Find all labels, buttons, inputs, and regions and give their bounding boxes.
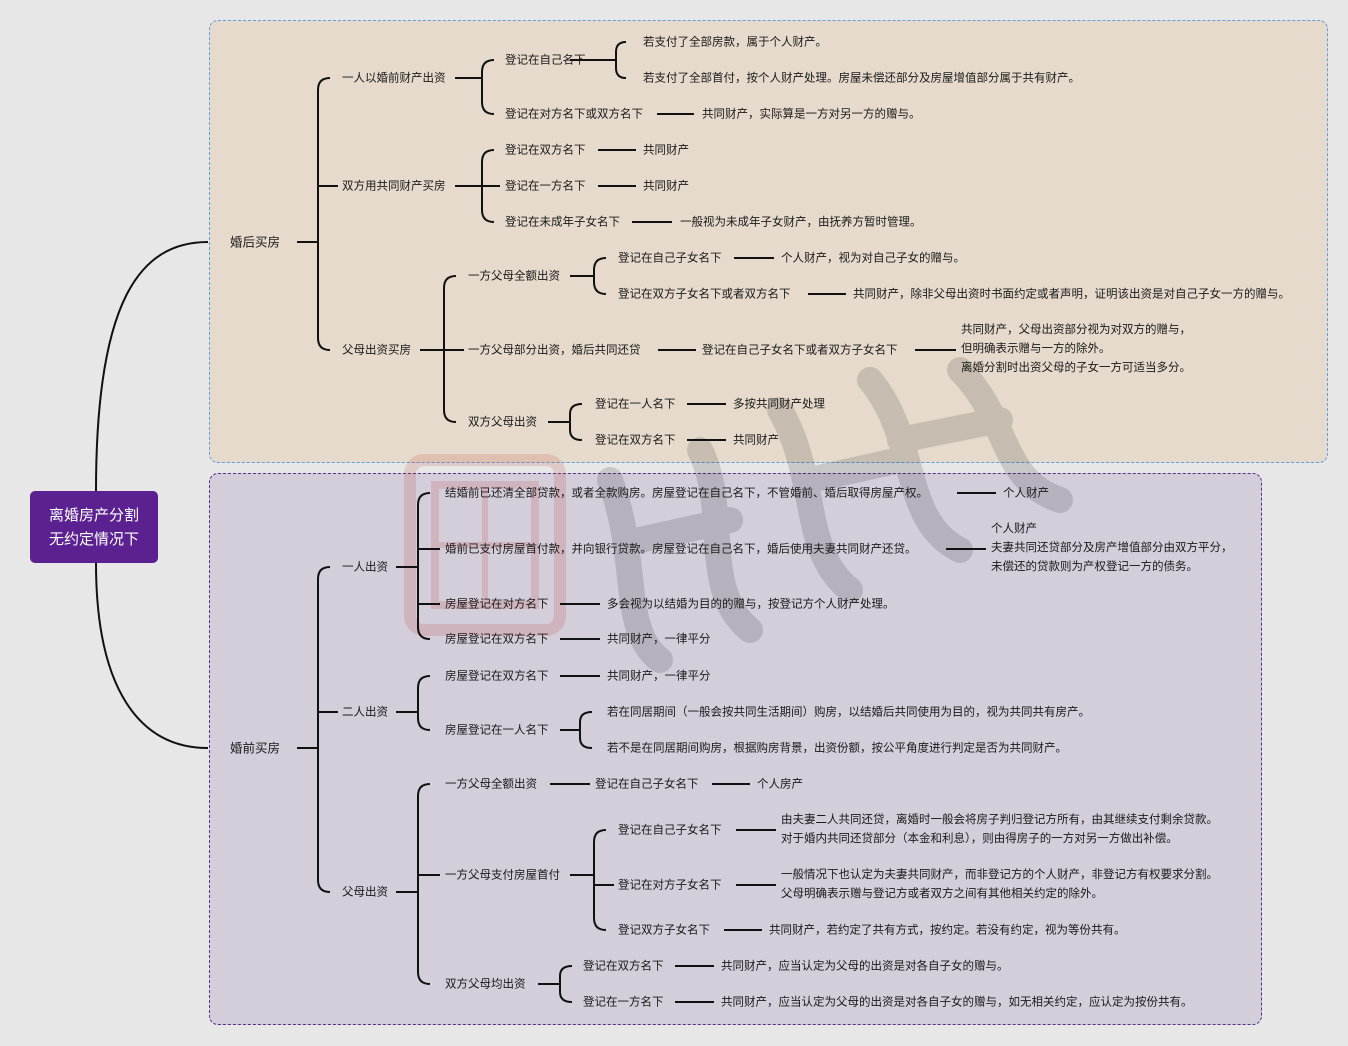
node-one-side-parents-full-before[interactable]: 一方父母全额出资 <box>445 776 537 791</box>
node-one-side-parents-partial[interactable]: 一方父母部分出资，婚后共同还贷 <box>468 342 641 357</box>
leaf-text: 个人财产 <box>1003 485 1049 500</box>
after-marriage-zone <box>209 20 1328 463</box>
leaf-text: 共同财产 <box>643 142 689 157</box>
node-registered-self[interactable]: 登记在自己名下 <box>505 52 586 67</box>
node-both-parents-funding[interactable]: 双方父母出资 <box>468 414 537 429</box>
leaf-text: 共同财产，若约定了共有方式，按约定。若没有约定，视为等份共有。 <box>769 922 1126 937</box>
leaf-text: 共同财产，应当认定为父母的出资是对各自子女的赠与。 <box>721 958 1009 973</box>
node-two-person-funding[interactable]: 二人出资 <box>342 704 388 719</box>
leaf-text-multiline: 由夫妻二人共同还贷，离婚时一般会将房子判归登记方所有，由其继续支付剩余贷款。对于… <box>781 812 1218 845</box>
leaf-text: 若在同居期间（一般会按共同生活期间）购房，以结婚后共同使用为目的，视为共同共有房… <box>607 704 1090 719</box>
node-registered-both-names[interactable]: 登记在双方名下 <box>595 432 676 447</box>
node-one-side-parents-down-payment[interactable]: 一方父母支付房屋首付 <box>445 867 560 882</box>
leaf-text: 共同财产 <box>733 432 779 447</box>
leaf-text: 若不是在同居期间购房，根据购房背景，出资份额，按公平角度进行判定是否为共同财产。 <box>607 740 1067 755</box>
node-registered-both-children-2[interactable]: 登记双方子女名下 <box>618 922 710 937</box>
root-title-line2: 无约定情况下 <box>48 530 139 548</box>
leaf-text: 共同财产，除非父母出资时书面约定或者声明，证明该出资是对自己子女一方的赠与。 <box>853 286 1290 301</box>
node-house-registered-both[interactable]: 房屋登记在双方名下 <box>445 631 549 646</box>
node-registered-own-or-both-children[interactable]: 登记在自己子女名下或者双方子女名下 <box>702 342 898 357</box>
node-down-payment-with-loan[interactable]: 婚前已支付房屋首付款，并向银行贷款。房屋登记在自己名下，婚后使用夫妻共同财产还贷… <box>445 541 917 556</box>
node-registered-one-person[interactable]: 登记在一人名下 <box>595 396 676 411</box>
branch-after-marriage[interactable]: 婚后买房 <box>230 234 281 250</box>
node-registered-one-3[interactable]: 登记在一方名下 <box>583 994 664 1009</box>
leaf-text: 个人财产，视为对自己子女的赠与。 <box>781 250 965 265</box>
node-registered-own-child[interactable]: 登记在自己子女名下 <box>618 250 722 265</box>
node-one-side-parents-full[interactable]: 一方父母全额出资 <box>468 268 560 283</box>
node-registered-minor-child[interactable]: 登记在未成年子女名下 <box>505 214 620 229</box>
node-house-registered-both-2[interactable]: 房屋登记在双方名下 <box>445 668 549 683</box>
leaf-text: 多会视为以结婚为目的的赠与，按登记方个人财产处理。 <box>607 596 895 611</box>
before-marriage-zone <box>209 473 1262 1025</box>
leaf-text: 共同财产，一律平分 <box>607 668 711 683</box>
node-single-funding[interactable]: 一人出资 <box>342 559 388 574</box>
leaf-text: 共同财产 <box>643 178 689 193</box>
leaf-text-multiline: 一般情况下也认定为夫妻共同财产，而非登记方的个人财产，非登记方有权要求分割。父母… <box>781 867 1218 900</box>
node-both-parents-funding-before[interactable]: 双方父母均出资 <box>445 976 526 991</box>
node-registered-own-child-2[interactable]: 登记在自己子女名下 <box>618 822 722 837</box>
node-registered-both-3[interactable]: 登记在双方名下 <box>583 958 664 973</box>
leaf-text: 若支付了全部首付，按个人财产处理。房屋未偿还部分及房屋增值部分属于共有财产。 <box>643 70 1080 85</box>
leaf-text: 共同财产，实际算是一方对另一方的赠与。 <box>702 106 921 121</box>
node-fully-paid-before-marriage[interactable]: 结婚前已还清全部贷款，或者全款购房。房屋登记在自己名下，不管婚前、婚后取得房屋产… <box>445 485 928 500</box>
node-house-registered-other[interactable]: 房屋登记在对方名下 <box>445 596 549 611</box>
node-self-premarital-funds[interactable]: 一人以婚前财产出资 <box>342 70 446 85</box>
node-registered-both-children[interactable]: 登记在双方子女名下或者双方名下 <box>618 286 791 301</box>
root-node[interactable]: 离婚房产分割 无约定情况下 <box>30 491 158 563</box>
leaf-text: 一般视为未成年子女财产，由抚养方暂时管理。 <box>680 214 922 229</box>
leaf-text: 共同财产，应当认定为父母的出资是对各自子女的赠与，如无相关约定，应认定为按份共有… <box>721 994 1193 1009</box>
leaf-text: 多按共同财产处理 <box>733 396 825 411</box>
leaf-text: 个人房产 <box>757 776 803 791</box>
leaf-text-multiline: 共同财产，父母出资部分视为对双方的赠与，但明确表示赠与一方的除外。离婚分割时出资… <box>961 322 1191 374</box>
node-registered-both[interactable]: 登记在双方名下 <box>505 142 586 157</box>
root-title-line1: 离婚房产分割 <box>48 506 139 524</box>
leaf-text-multiline: 个人财产夫妻共同还贷部分及房产增值部分由双方平分，未偿还的贷款则为产权登记一方的… <box>991 521 1233 573</box>
branch-before-marriage[interactable]: 婚前买房 <box>230 740 281 756</box>
node-registered-own-child-before[interactable]: 登记在自己子女名下 <box>595 776 699 791</box>
node-joint-property-purchase[interactable]: 双方用共同财产买房 <box>342 178 446 193</box>
leaf-text: 共同财产，一律平分 <box>607 631 711 646</box>
node-registered-one[interactable]: 登记在一方名下 <box>505 178 586 193</box>
leaf-text: 若支付了全部房款，属于个人财产。 <box>643 34 827 49</box>
node-house-registered-one-person[interactable]: 房屋登记在一人名下 <box>445 722 549 737</box>
node-parents-funding-before[interactable]: 父母出资 <box>342 884 388 899</box>
node-parents-funding[interactable]: 父母出资买房 <box>342 342 411 357</box>
node-registered-other-or-both[interactable]: 登记在对方名下或双方名下 <box>505 106 643 121</box>
node-registered-other-child[interactable]: 登记在对方子女名下 <box>618 877 722 892</box>
